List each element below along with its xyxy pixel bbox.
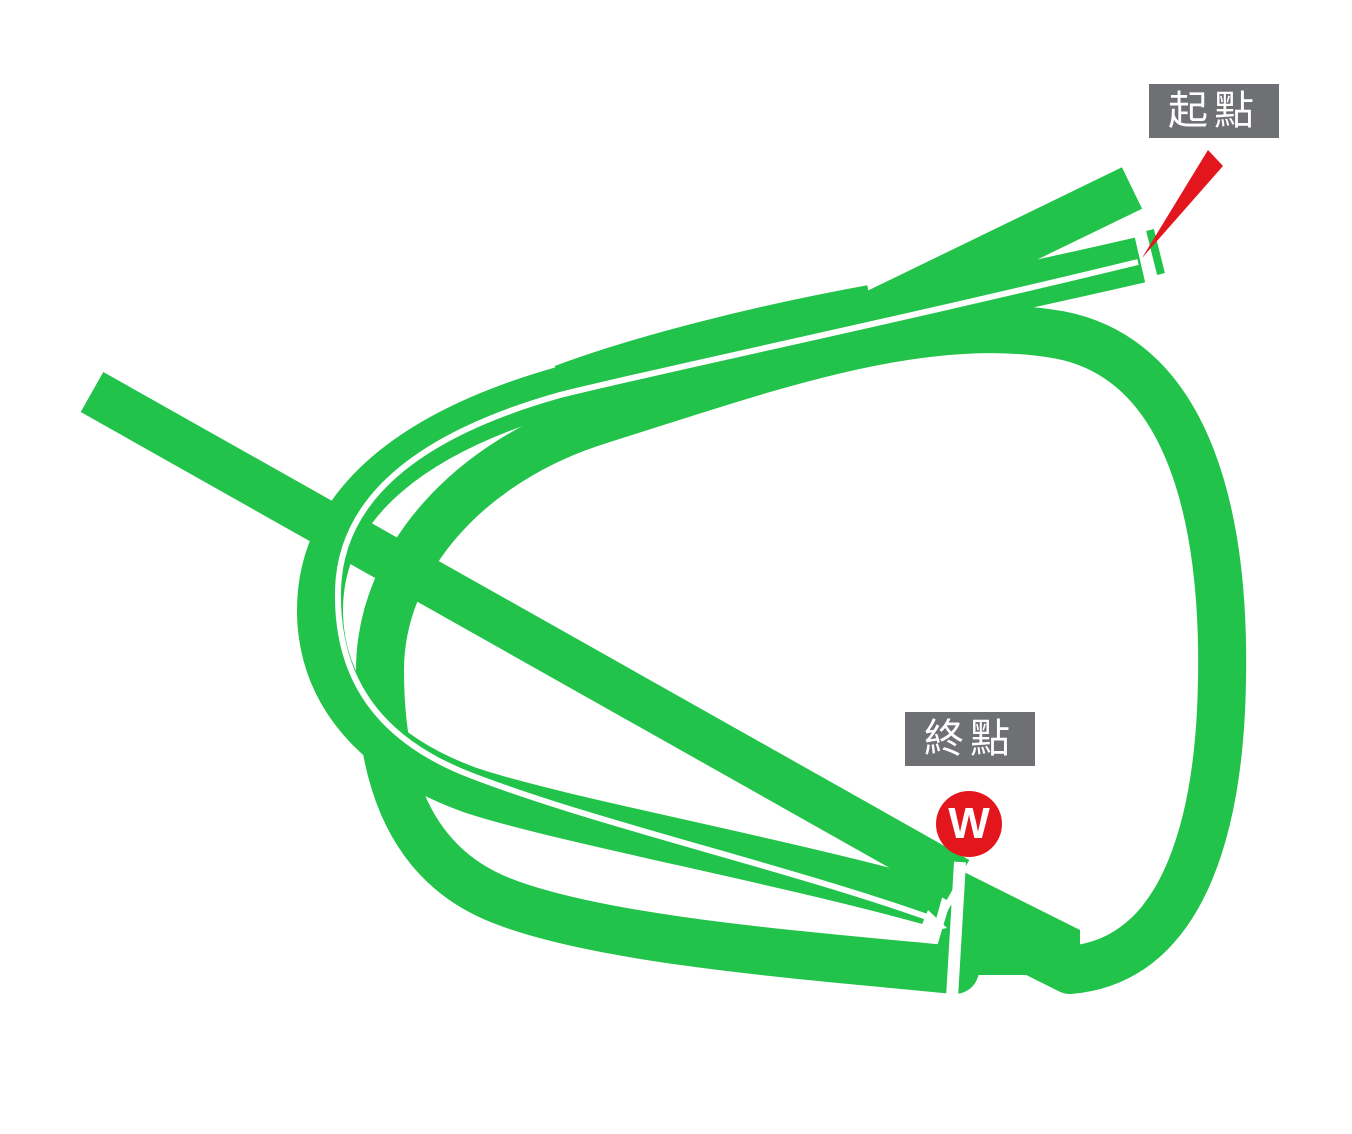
start-gate-stall — [1146, 229, 1165, 275]
upper-back-chute-blend — [554, 285, 873, 395]
route-line — [334, 259, 1139, 921]
winning-post-line — [946, 861, 966, 999]
home-chute — [296, 237, 1146, 928]
upper-back-chute — [849, 167, 1143, 341]
main-oval-track — [356, 305, 1247, 994]
straight-chute — [80, 371, 970, 901]
finish-label: 終點 — [905, 712, 1035, 766]
finish-straight-wedge — [960, 870, 1080, 975]
winning-post-marker-icon: W — [936, 791, 1002, 857]
route-arrowhead-icon — [918, 910, 947, 934]
start-gate-gap — [1141, 231, 1160, 277]
start-pointer-icon — [1142, 150, 1223, 258]
start-label: 起點 — [1149, 84, 1279, 138]
